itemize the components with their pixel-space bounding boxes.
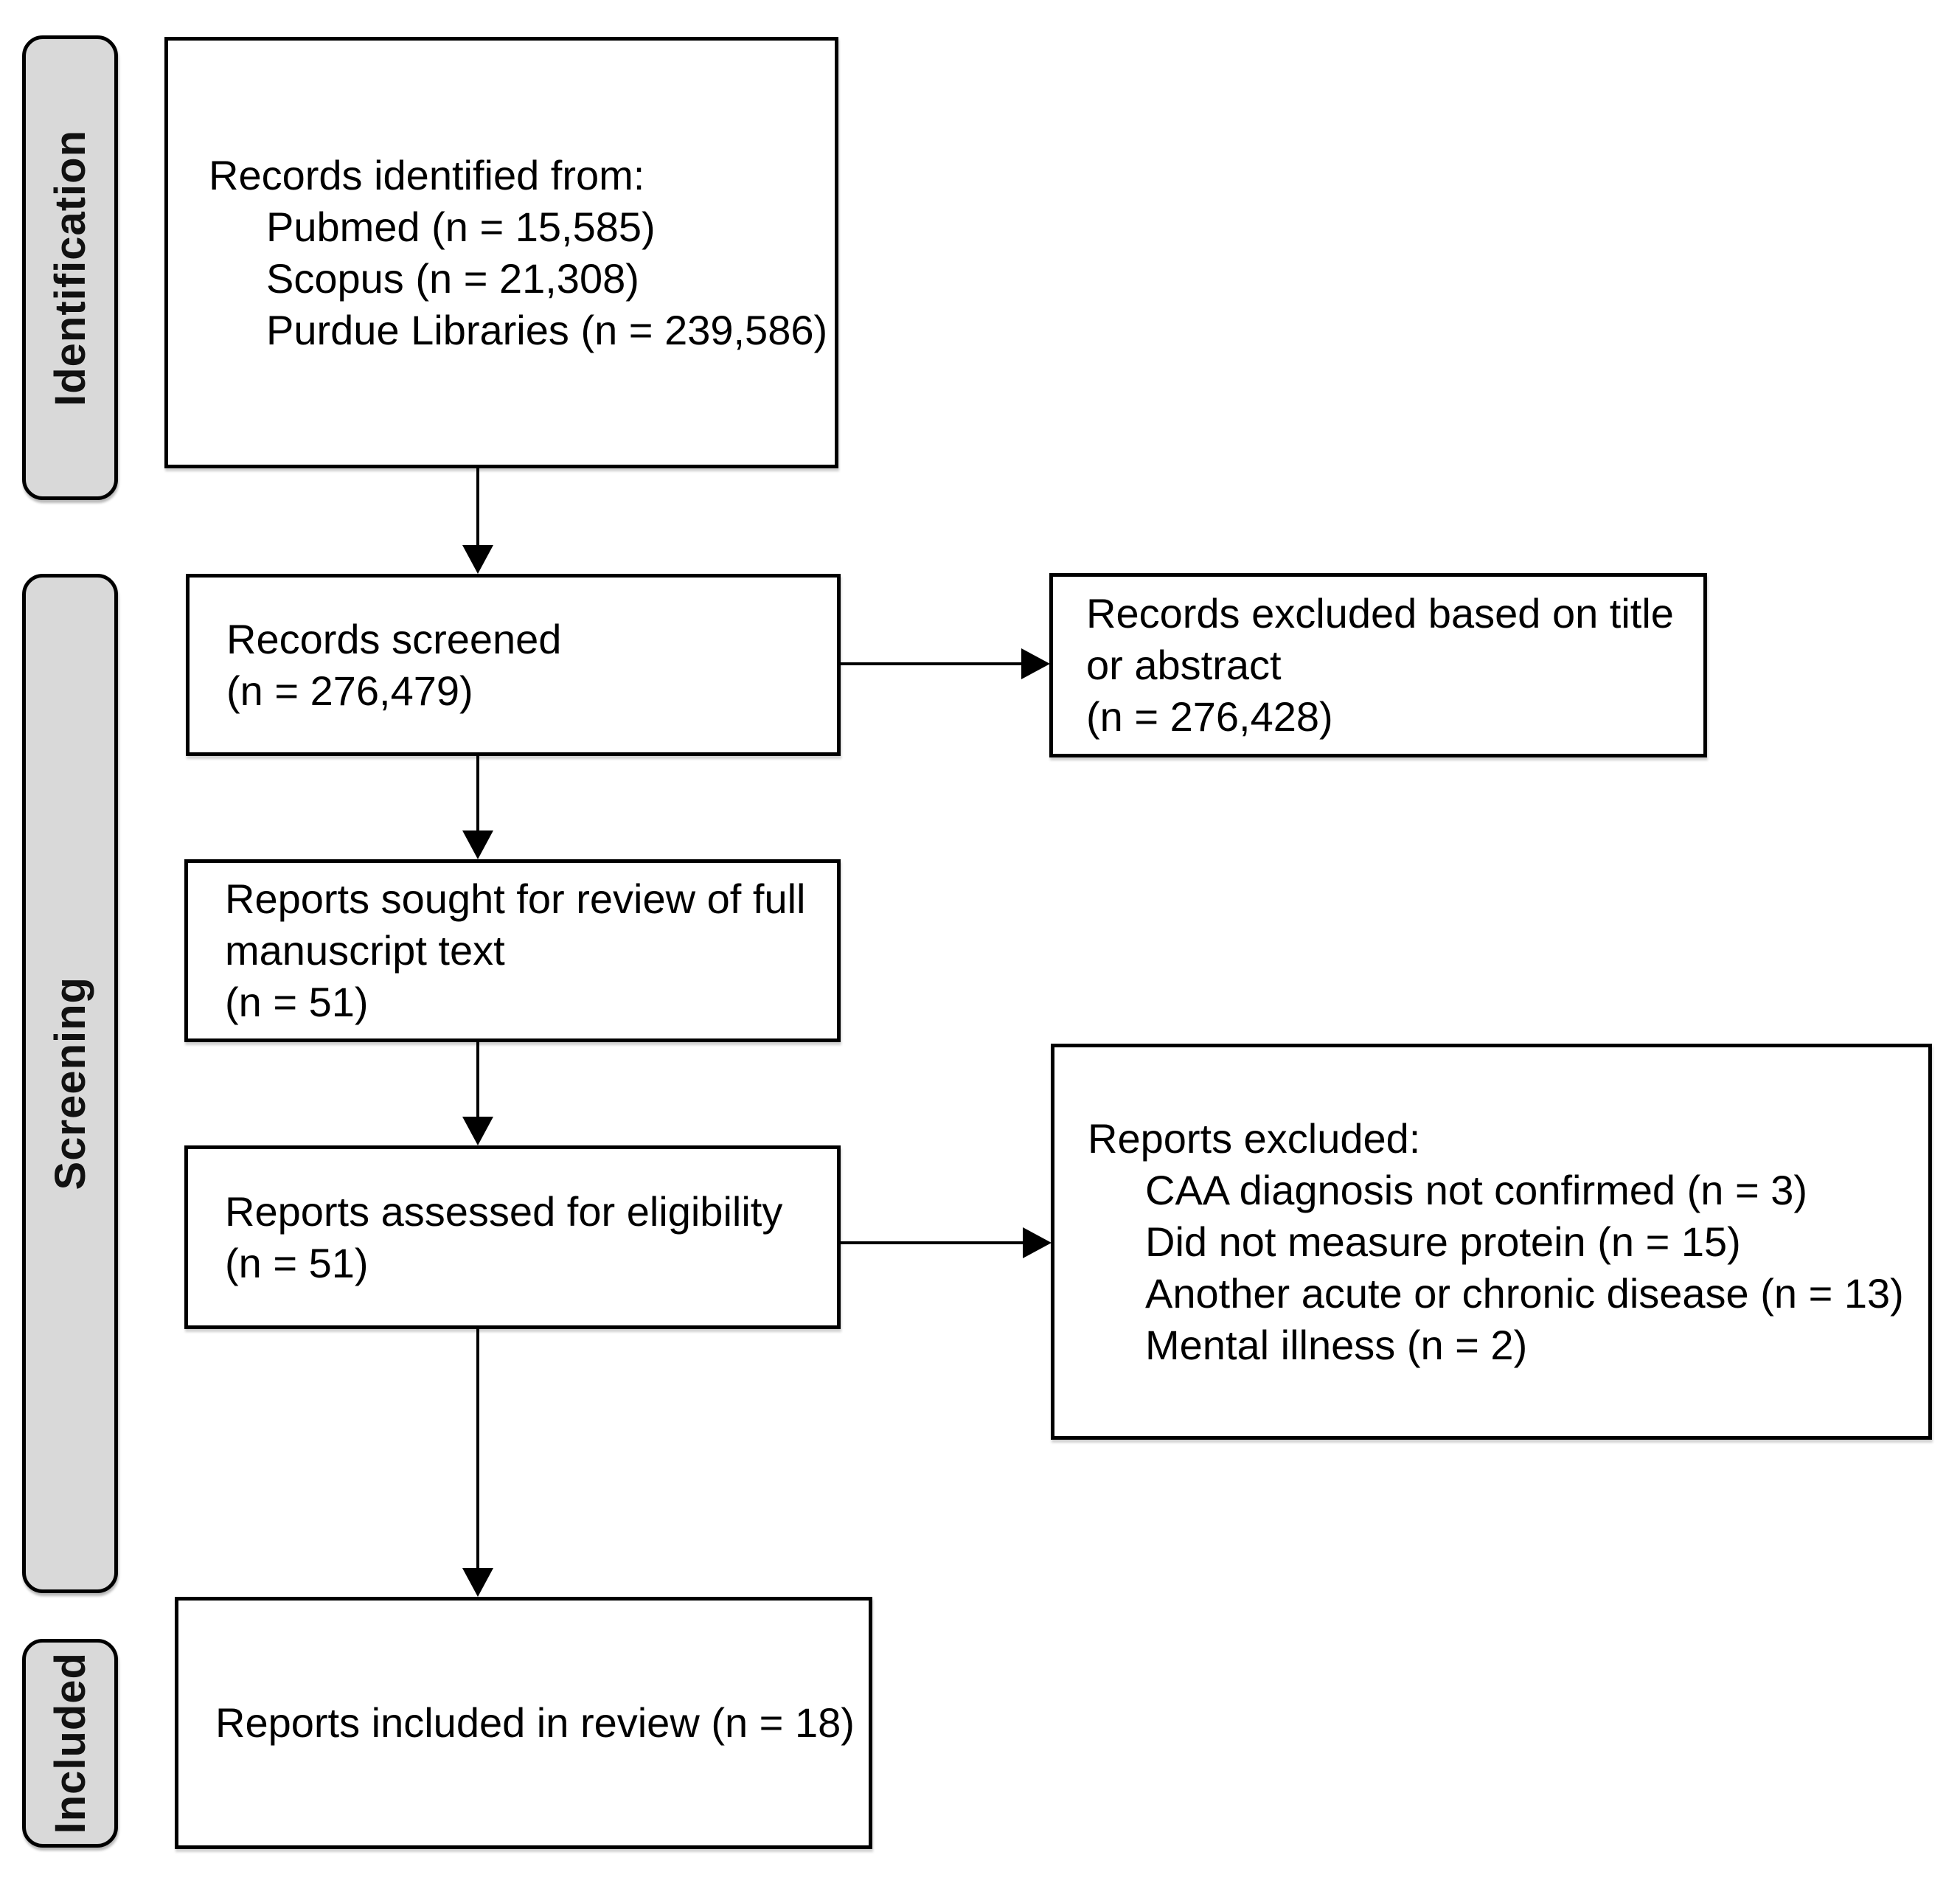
stage-label-screening: Screening xyxy=(46,977,94,1190)
records-screened-count: (n = 276,479) xyxy=(226,667,473,714)
box-records-identified: Records identified from: Pubmed (n = 15,… xyxy=(164,37,838,468)
box-reports-sought: Reports sought for review of full manusc… xyxy=(184,859,841,1042)
box-reports-included: Reports included in review (n = 18) xyxy=(175,1597,872,1849)
arrow-line-screened-to-sought xyxy=(476,756,479,833)
records-identified-title: Records identified from: xyxy=(209,151,645,198)
records-excluded-line1: Records excluded based on title xyxy=(1086,590,1674,637)
records-excluded-count: (n = 276,428) xyxy=(1086,693,1333,740)
source-scopus: Scopus (n = 21,308) xyxy=(266,254,639,302)
arrowhead-sought-to-assessed xyxy=(462,1117,493,1145)
box-records-screened: Records screened (n = 276,479) xyxy=(186,574,841,756)
records-screened-text: Records screened xyxy=(226,615,562,662)
reports-sought-line2: manuscript text xyxy=(225,927,505,974)
reports-assessed-count: (n = 51) xyxy=(225,1239,369,1286)
reason-mental-illness: Mental illness (n = 2) xyxy=(1145,1321,1528,1368)
box-reports-excluded-reasons: Reports excluded: CAA diagnosis not conf… xyxy=(1051,1044,1932,1440)
reason-caa-not-confirmed: CAA diagnosis not confirmed (n = 3) xyxy=(1145,1166,1808,1213)
arrowhead-screened-to-excluded xyxy=(1021,648,1050,679)
arrow-line-assessed-to-excluded xyxy=(841,1241,1024,1244)
arrowhead-identified-to-screened xyxy=(462,545,493,574)
stage-bar-included: Included xyxy=(22,1639,118,1848)
box-records-excluded-title-abstract: Records excluded based on title or abstr… xyxy=(1049,573,1707,757)
box-reports-assessed: Reports assessed for eligibility (n = 51… xyxy=(184,1145,841,1329)
source-pubmed: Pubmed (n = 15,585) xyxy=(266,203,656,250)
arrowhead-assessed-to-included xyxy=(462,1568,493,1597)
reason-no-protein-measure: Did not measure protein (n = 15) xyxy=(1145,1218,1741,1265)
stage-bar-identification: Identification xyxy=(22,35,118,500)
arrow-line-identified-to-screened xyxy=(476,468,479,547)
reports-assessed-text: Reports assessed for eligibility xyxy=(225,1187,783,1235)
stage-bar-screening: Screening xyxy=(22,574,118,1593)
reports-excluded-title: Reports excluded: xyxy=(1088,1114,1421,1162)
source-purdue-libraries: Purdue Libraries (n = 239,586) xyxy=(266,306,828,353)
arrow-line-sought-to-assessed xyxy=(476,1042,479,1119)
arrow-line-assessed-to-included xyxy=(476,1329,479,1570)
arrowhead-assessed-to-excluded xyxy=(1023,1227,1052,1258)
reason-other-disease: Another acute or chronic disease (n = 13… xyxy=(1145,1269,1904,1317)
stage-label-identification: Identification xyxy=(46,129,94,406)
reports-sought-line1: Reports sought for review of full xyxy=(225,875,806,922)
stage-label-included: Included xyxy=(46,1652,94,1834)
arrow-line-screened-to-excluded xyxy=(841,662,1022,665)
arrowhead-screened-to-sought xyxy=(462,830,493,859)
records-excluded-line2: or abstract xyxy=(1086,642,1282,688)
reports-included-text: Reports included in review (n = 18) xyxy=(215,1699,855,1746)
reports-sought-count: (n = 51) xyxy=(225,979,369,1025)
